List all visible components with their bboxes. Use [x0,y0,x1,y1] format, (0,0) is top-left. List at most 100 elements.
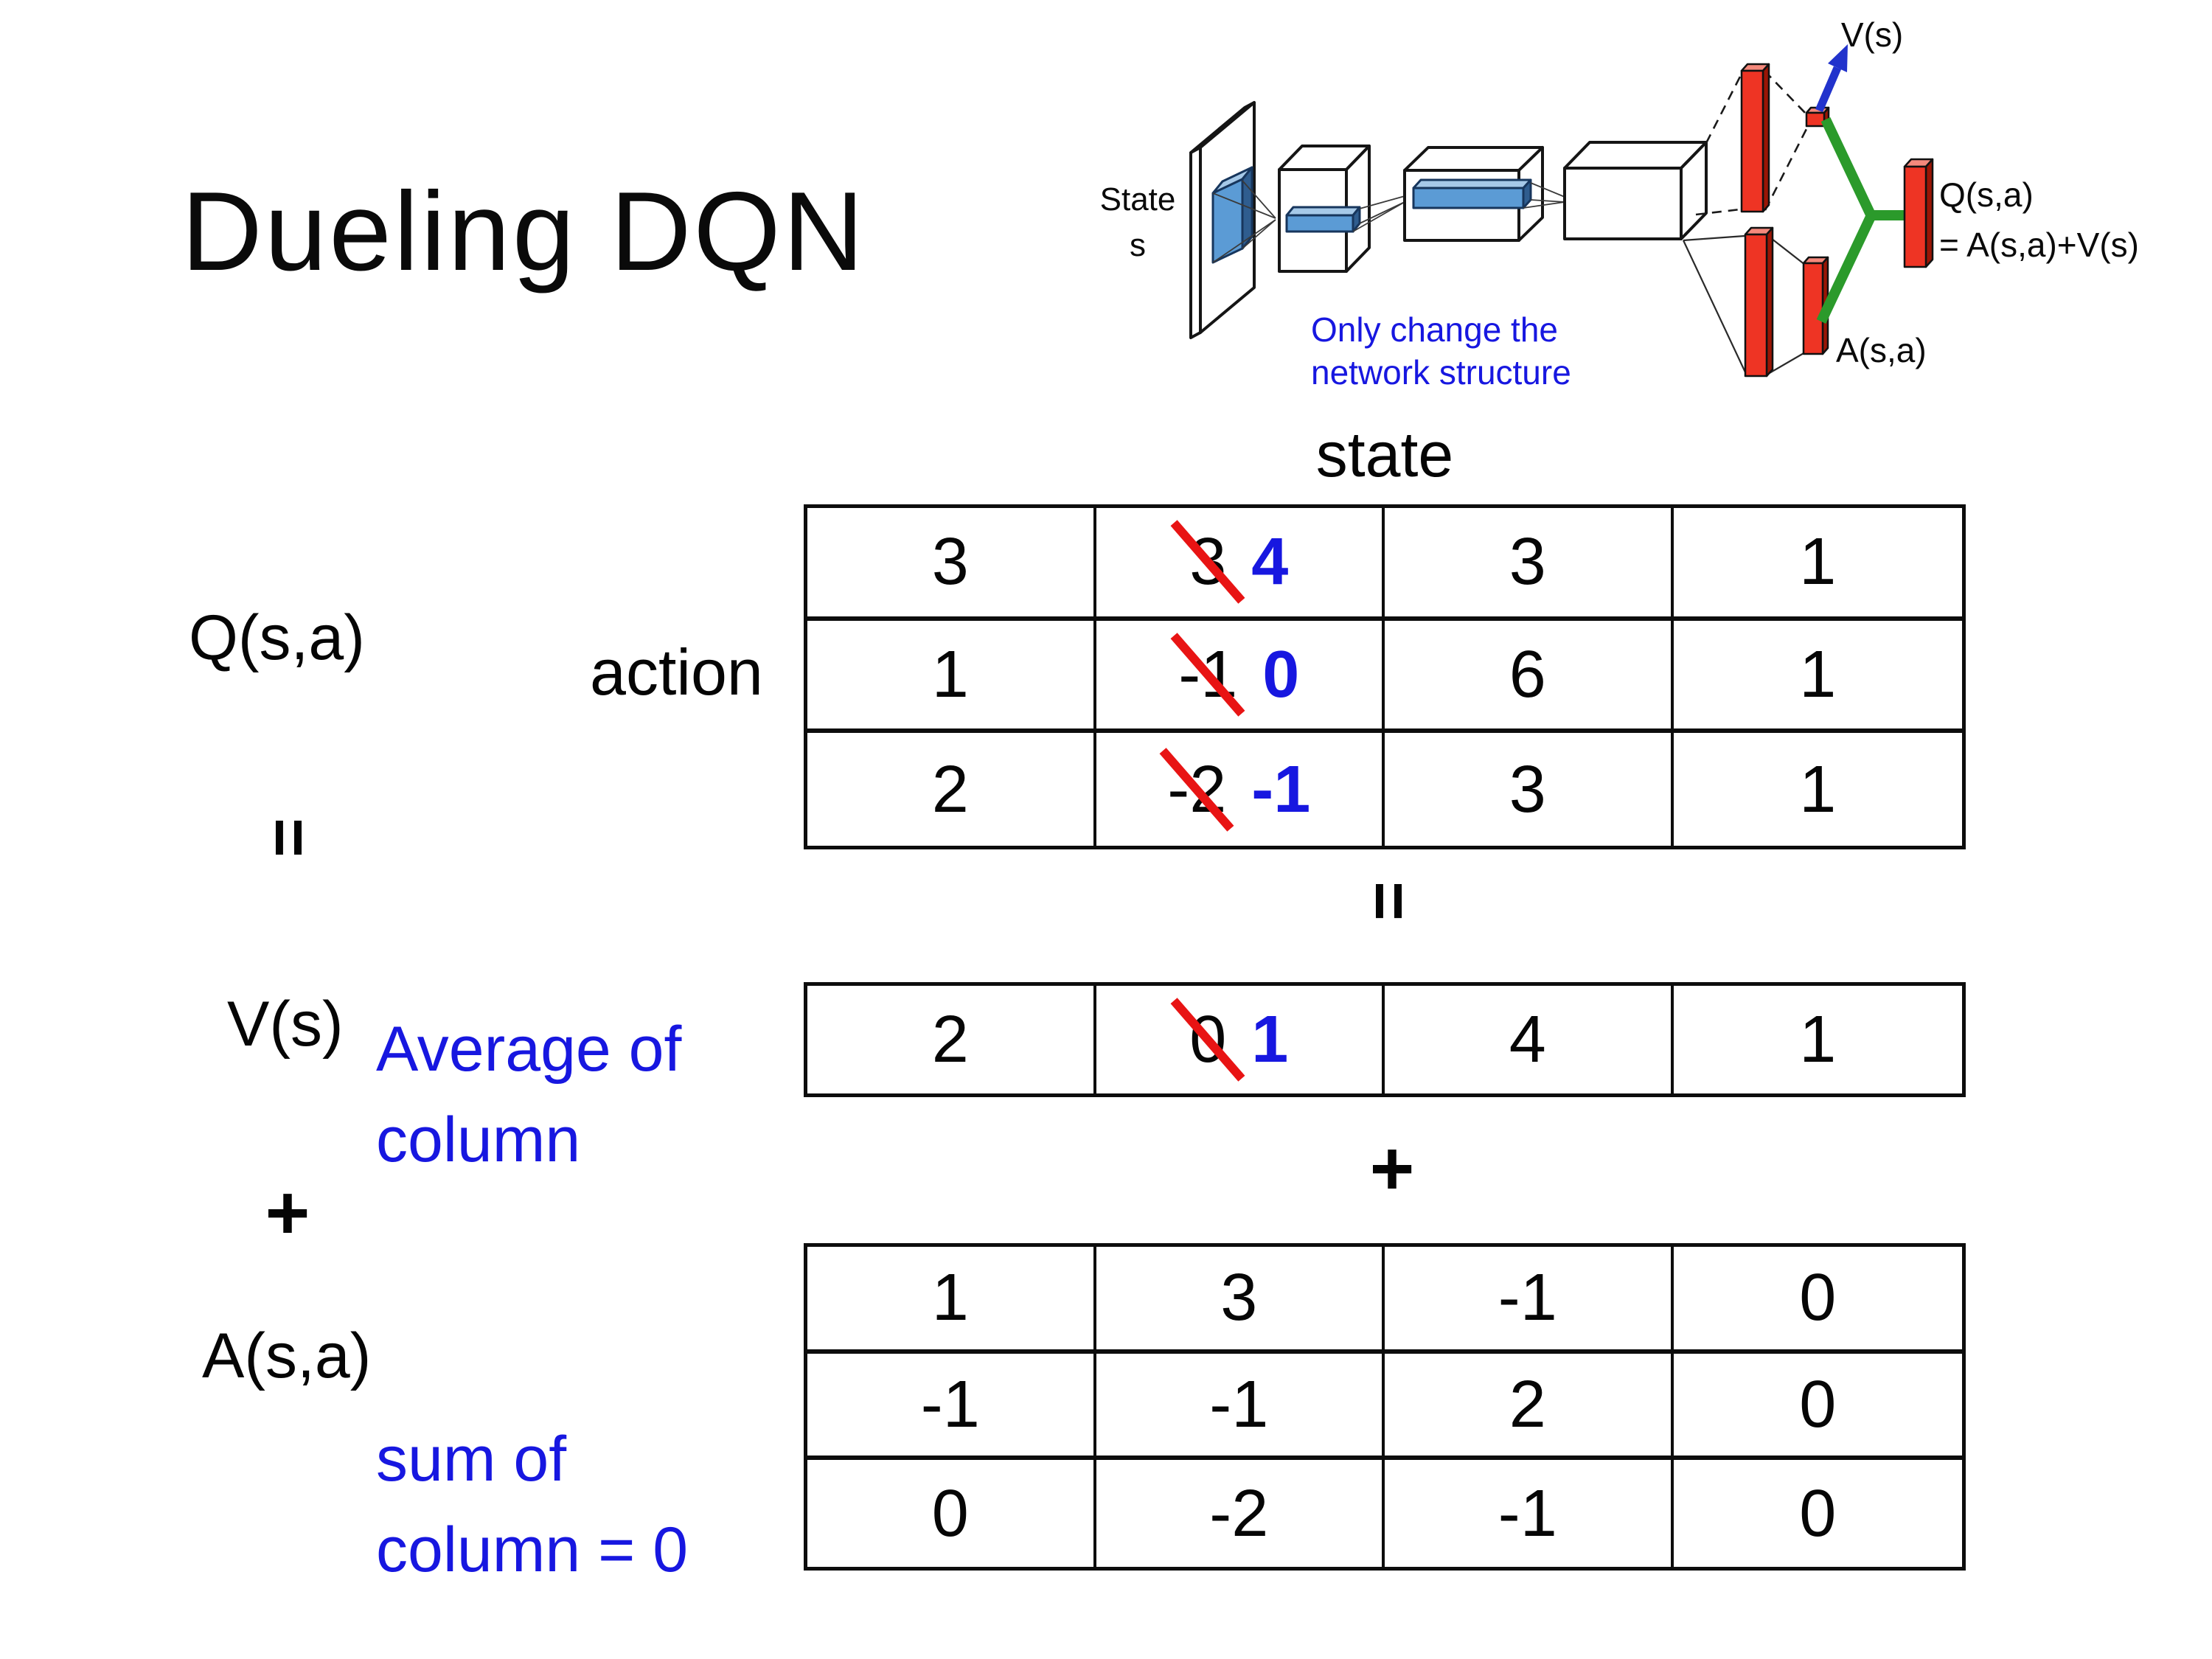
matrix-cell: -1 0 [1096,620,1385,734]
equals-symbol-left: = [251,818,327,858]
fc-bar-a-stream [1744,226,1774,378]
matrix-cell: 3 4 [1096,508,1385,621]
sum-note-line1: sum of [376,1424,567,1495]
cell-value: 3 [1509,752,1546,827]
conv2-box-shape [1403,146,1544,242]
cell-value: 1 [1799,752,1837,827]
matrix-cell: 1 [807,1247,1096,1354]
cell-value: -1 [1498,1261,1557,1335]
cell-value: -1 [920,1367,980,1441]
average-of-column-note: Average of column [376,1004,681,1186]
avg-note-line1: Average of [376,1014,682,1085]
diagram-v-output-label: V(s) [1840,15,1904,54]
cell-new-value: 4 [1251,525,1289,599]
matrix-cell: 3 [1385,733,1674,846]
plus-symbol-left: + [265,1170,310,1256]
replaced-value-wrap: -2 [1159,747,1234,832]
cell-value: 0 [931,1476,969,1551]
replaced-value-wrap: 0 [1170,998,1245,1082]
cell-value: 2 [1509,1367,1546,1441]
diagram-note: Only change the network structure [1311,308,1571,394]
a-stream-lines [1683,234,1806,375]
matrix-cell: -2 [1096,1460,1385,1567]
matrix-cell: 3 [1385,508,1674,621]
diagram-q-output-label: Q(s,a) = A(s,a)+V(s) [1939,170,2139,270]
matrix-cell: 2 [807,986,1096,1093]
matrix-cell: 1 [1673,621,1962,734]
matrix-cell: 3 [1096,1247,1385,1354]
aggregator-green-lines [1816,117,1905,324]
matrix-cell: -2 -1 [1096,733,1385,846]
cell-value: 1 [1799,637,1837,712]
cell-value: 3 [931,525,969,599]
action-axis-label: action [590,636,763,709]
cell-value: -1 [1209,1367,1269,1441]
replaced-value-wrap: -1 [1170,633,1245,717]
conv3-cone-lines [1523,182,1565,209]
cell-value: -2 [1209,1476,1269,1551]
cell-value: 1 [931,637,969,712]
matrix-cell: 0 [1673,1354,1962,1461]
conv1-cone-lines [1212,180,1276,263]
cell-new-value: 1 [1251,1003,1289,1077]
cell-value: 3 [1509,525,1546,599]
diagram-note-line1: Only change the [1311,310,1559,349]
cell-value: 1 [1799,525,1837,599]
matrix-cell: 1 [1674,986,1963,1093]
sum-of-column-note: sum of column = 0 [376,1414,688,1596]
matrix-cell: 2 [807,733,1096,846]
conv1-feature-slab [1285,206,1361,233]
diagram-state-label: State s [1082,177,1193,268]
cell-value: 0 [1799,1476,1837,1551]
q-value-matrix: 3 3 4 3 1 1 -1 0 6 1 2 -2 -1 [804,504,1966,849]
slide-title: Dueling DQN [181,169,866,294]
diagram-note-line2: network structure [1311,353,1571,392]
conv2-feature-slab [1412,178,1532,209]
matrix-cell: -1 [1096,1353,1385,1461]
diagram-q-line1: Q(s,a) [1939,175,2034,214]
cell-value: 2 [931,1003,969,1077]
advantage-matrix: 1 3 -1 0 -1 -1 2 0 0 -2 -1 0 [804,1243,1966,1571]
cell-value: -1 [1498,1476,1557,1551]
equation-v-label: V(s) [227,989,344,1060]
cell-new-value: -1 [1251,752,1311,827]
diagram-q-line2: = A(s,a)+V(s) [1939,226,2139,264]
v-scalar-node [1805,106,1830,128]
matrix-cell: -1 [807,1353,1096,1461]
fc-bar-v-stream [1740,63,1770,213]
cell-value: 1 [931,1261,969,1335]
equation-q-label: Q(s,a) [189,602,365,673]
cell-value: 0 [1799,1261,1837,1335]
cell-value: 2 [931,752,969,827]
v-stream-dashed-lines [1695,70,1809,216]
cell-value: 6 [1509,637,1546,712]
matrix-cell: 3 [807,508,1096,621]
plus-symbol-middle: + [1369,1126,1415,1211]
matrix-cell: 0 [1673,1247,1962,1354]
v-value-row: 2 0 1 4 1 [804,982,1966,1097]
cell-value: 0 [1799,1367,1837,1441]
sum-note-line2: column = 0 [376,1514,689,1585]
matrix-cell: 4 [1385,986,1674,1093]
diagram-state-line1: State [1099,181,1176,218]
input-plane-shape [1189,101,1256,339]
input-patch-shape [1211,166,1253,264]
cell-value: 4 [1509,1003,1546,1077]
cell-value: 1 [1799,1003,1837,1077]
diagram-a-output-label: A(s,a) [1836,331,1927,369]
avg-note-line2: column [376,1105,581,1175]
cell-value: 3 [1220,1261,1258,1335]
q-output-bar [1903,158,1934,268]
matrix-cell: 1 [807,620,1096,734]
state-axis-label: state [1315,420,1454,490]
matrix-cell: -1 [1385,1247,1674,1354]
matrix-cell: 1 [1674,733,1963,846]
replaced-value-wrap: 3 [1170,520,1245,605]
matrix-cell: 0 1 [1096,986,1385,1093]
conv1-box-shape [1278,145,1371,273]
matrix-cell: 0 [1674,1460,1963,1567]
equals-symbol-middle: = [1352,881,1427,921]
matrix-cell: 1 [1673,508,1962,621]
matrix-cell: 0 [807,1460,1096,1567]
